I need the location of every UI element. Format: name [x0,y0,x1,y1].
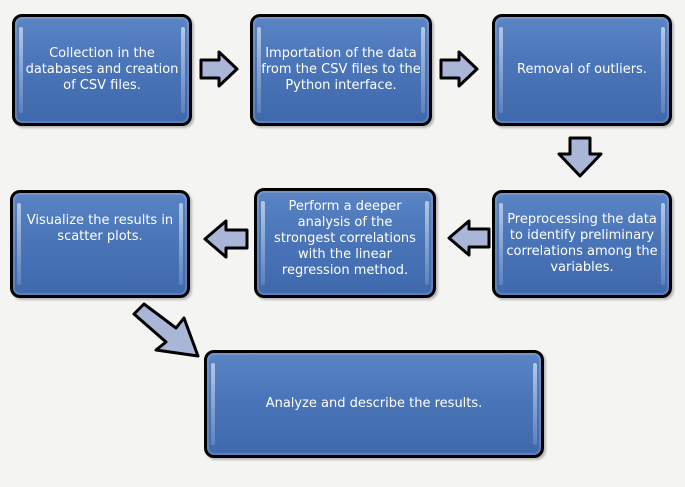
step-regression-text: Perform a deeper analysis of the stronge… [274,199,416,278]
step-collection: Collection in the databases and creation… [12,14,192,126]
step-collection-text: Collection in the databases and creation… [25,46,179,93]
step-visualize-text: Visualize the results in scatter plots. [26,213,174,244]
step-preprocessing-text: Preprocessing the data to identify preli… [506,212,658,275]
step-preprocessing: Preprocessing the data to identify preli… [492,190,672,298]
step-importation: Importation of the data from the CSV fil… [250,14,432,126]
step-analyze-text: Analyze and describe the results. [265,396,483,411]
step-importation-text: Importation of the data from the CSV fil… [261,46,421,93]
arrow-left-icon [203,219,249,259]
arrow-down-icon [557,136,603,178]
step-removal-text: Removal of outliers. [517,62,647,77]
arrow-right-icon [199,50,239,88]
arrow-right-icon [439,50,479,88]
step-regression: Perform a deeper analysis of the stronge… [254,188,436,298]
step-visualize: Visualize the results in scatter plots. [10,190,190,298]
arrow-left-icon [447,219,491,257]
step-analyze: Analyze and describe the results. [204,350,544,458]
arrow-diagonal-icon [132,302,200,358]
step-removal: Removal of outliers. [492,14,672,126]
